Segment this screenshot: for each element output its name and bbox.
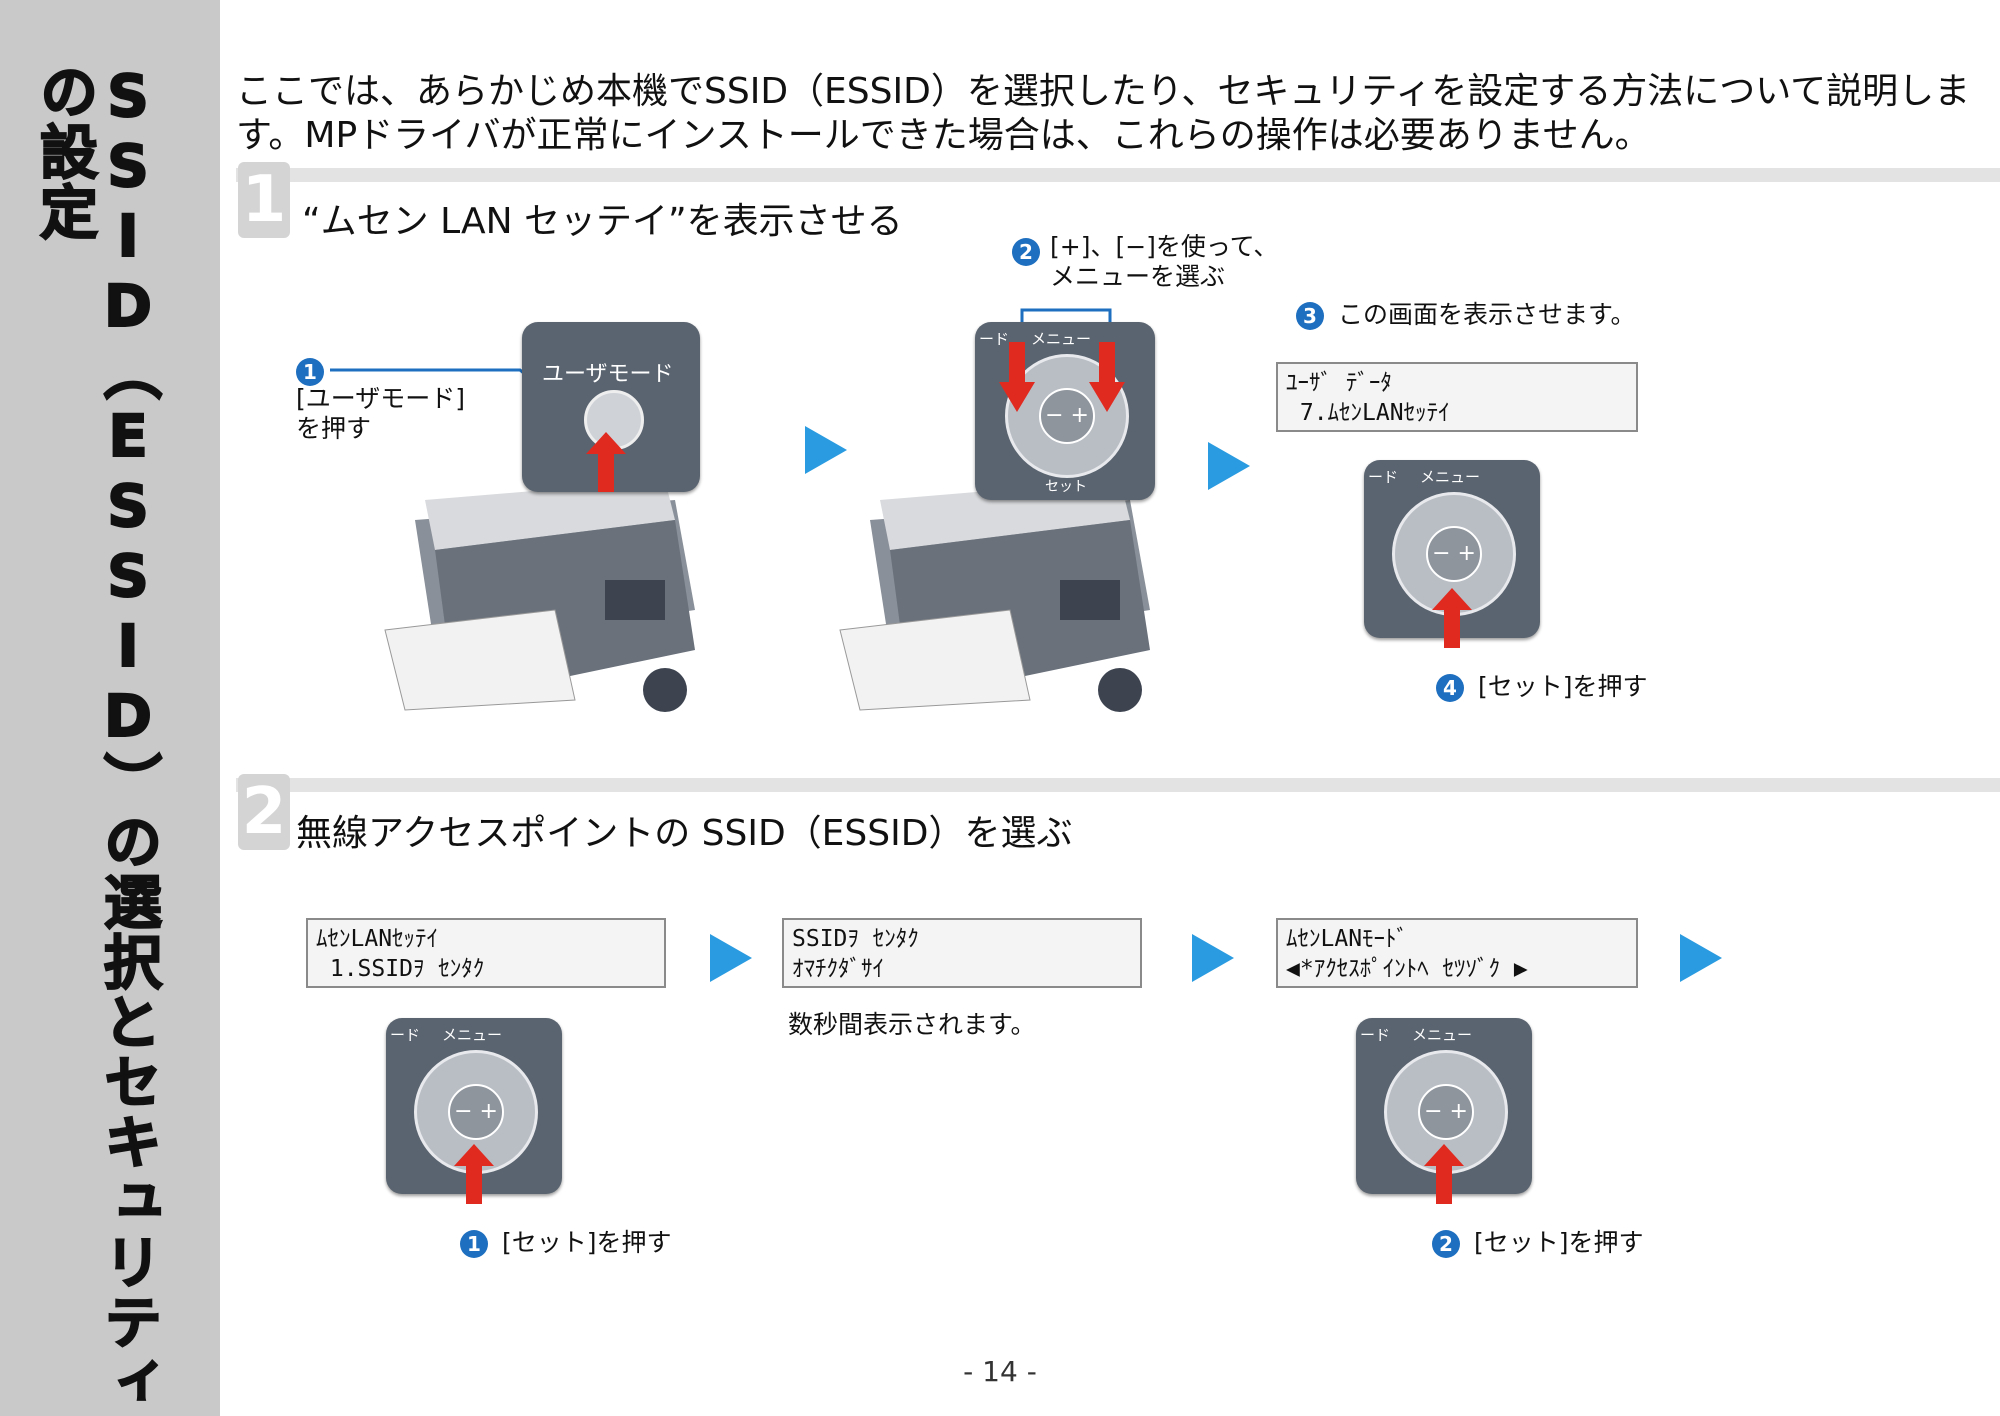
step2-title: 無線アクセスポイントの SSID（ESSID）を選ぶ [296, 813, 1073, 854]
red-arrow-up-icon [586, 432, 626, 492]
callout-number: 2 [1012, 238, 1040, 266]
step2-bar [236, 778, 2000, 792]
callout-number: 2 [1432, 1230, 1460, 1258]
red-arrow-up-icon [1424, 1144, 1464, 1204]
step2-callout1: 1 [セット]を押す [460, 1228, 671, 1258]
step1-callout2-text: [+]、[−]を使って、 メニューを選ぶ [1050, 232, 1279, 291]
lcd-step2-2: SSIDｦ ｾﾝﾀｸ ｵﾏﾁｸﾀﾞｻｲ [782, 918, 1142, 988]
step1-title: “ムセン LAN セッテイ”を表示させる [302, 201, 903, 242]
step1-callout3: 3 この画面を表示させます。 [1296, 300, 1635, 330]
callout-number: 4 [1436, 674, 1464, 702]
minus-plus-key[interactable]: − + [448, 1084, 504, 1140]
red-arrows-down-icon [999, 342, 1125, 412]
menu-panel-step1-b: ード メニュー − + [1364, 460, 1540, 648]
minus-plus-key[interactable]: − + [1418, 1084, 1474, 1140]
step1-bar [236, 168, 2000, 182]
step1-callout1-text: [ユーザモード] を押す [296, 384, 466, 443]
step2-note: 数秒間表示されます。 [788, 1010, 1036, 1039]
usermode-zoom-panel: ユーザモード [522, 322, 700, 492]
menu-panel-step2-a: ード メニュー − + [386, 1018, 562, 1204]
sidebar [0, 0, 220, 1416]
panel-menu-label: メニュー [1031, 330, 1092, 348]
page-number: - 14 - [963, 1355, 1037, 1388]
play-arrow-icon [805, 426, 847, 474]
step1-callout4: 4 [セット]を押す [1436, 672, 1647, 702]
lcd-step2-3: ﾑｾﾝLANﾓｰﾄﾞ ◀*ｱｸｾｽﾎﾟｲﾝﾄﾍ ｾﾂｿﾞｸ ▶ [1276, 918, 1638, 988]
play-arrow-icon [1680, 934, 1722, 982]
minus-plus-key[interactable]: − + [1039, 388, 1095, 444]
step1-number: 1 [238, 162, 290, 238]
sidebar-title: SSID（ESSID）の選択とセキュリティの設定 [29, 61, 163, 1413]
lcd-step1: ﾕｰｻﾞ ﾃﾞｰﾀ 7.ﾑｾﾝLANｾｯﾃｲ [1276, 362, 1638, 432]
menu-panel-step2-b: ード メニュー − + [1356, 1018, 1532, 1204]
play-arrow-icon [1208, 442, 1250, 490]
step2-callout1-text: [セット]を押す [501, 1228, 672, 1257]
usermode-label: ユーザモード [542, 362, 674, 387]
panel-menu-label: メニュー [1420, 468, 1481, 486]
red-arrow-up-icon [1432, 588, 1472, 648]
step2-number: 2 [238, 774, 290, 850]
panel-menu-label: メニュー [1412, 1026, 1473, 1044]
panel-label: ード [1360, 1026, 1391, 1044]
play-arrow-icon [1192, 934, 1234, 982]
callout-number: 1 [460, 1230, 488, 1258]
step1-callout4-text: [セット]を押す [1477, 672, 1648, 701]
red-arrow-up-icon [454, 1144, 494, 1204]
lcd-step2-1: ﾑｾﾝLANｾｯﾃｲ 1.SSIDｦ ｾﾝﾀｸ [306, 918, 666, 988]
callout-number: 1 [296, 358, 324, 386]
menu-panel-step1-a: ード メニュー − + セット [975, 322, 1155, 500]
printer-illustration-1 [384, 470, 695, 712]
panel-set-label: セット [1045, 479, 1087, 495]
panel-menu-label: メニュー [442, 1026, 503, 1044]
step2-callout2-text: [セット]を押す [1473, 1228, 1644, 1257]
panel-label: ード [1368, 468, 1399, 486]
intro-text: ここでは、あらかじめ本機でSSID（ESSID）を選択したり、セキュリティを設定… [236, 71, 1971, 156]
step1-callout3-text: この画面を表示させます。 [1337, 300, 1636, 329]
usermode-button[interactable] [584, 390, 644, 450]
panel-label: ード [979, 330, 1010, 348]
step2-callout2: 2 [セット]を押す [1432, 1228, 1643, 1258]
callout2-bracket [1020, 308, 1112, 328]
callout-number: 3 [1296, 302, 1324, 330]
play-arrow-icon [710, 934, 752, 982]
step1-callout2: 2 [1012, 236, 1046, 266]
panel-label: ード [390, 1026, 421, 1044]
minus-plus-key[interactable]: − + [1426, 526, 1482, 582]
step1-callout1: 1 [296, 356, 330, 386]
